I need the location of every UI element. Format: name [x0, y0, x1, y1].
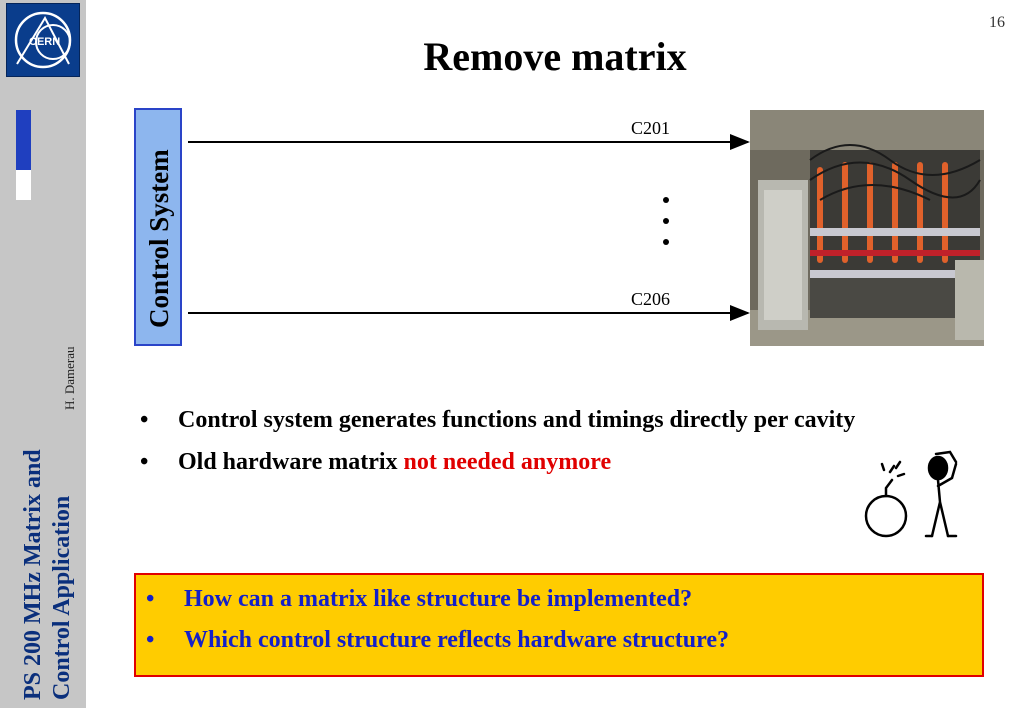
- label-c201: C201: [631, 118, 671, 138]
- slide-title: Remove matrix: [423, 34, 687, 79]
- bullet-item: • Old hardware matrix not needed anymore: [140, 449, 612, 475]
- bullet-text: Old hardware matrix: [178, 449, 404, 475]
- control-system-box: [134, 108, 182, 346]
- question-text: Which control structure reflects hardwar…: [184, 627, 730, 653]
- slide-number: 16: [989, 14, 1005, 31]
- cern-logo: CERN: [6, 3, 80, 77]
- hardware-photo: [750, 110, 984, 346]
- questions-box: • How can a matrix like structure be imp…: [134, 573, 984, 677]
- bullet-list: • Control system generates functions and…: [140, 402, 940, 486]
- thinking-figure-bomb-icon: [864, 450, 958, 538]
- bullet-text: Control system generates functions and t…: [178, 407, 856, 433]
- bullet-highlight: not needed anymore: [403, 449, 612, 475]
- bullet-item: • Control system generates functions and…: [140, 402, 940, 438]
- question-text: How can a matrix like structure be imple…: [184, 586, 693, 612]
- logo-text: CERN: [29, 36, 60, 48]
- accent-bar-white: [16, 170, 31, 200]
- question-item: • How can a matrix like structure be imp…: [146, 581, 972, 617]
- cern-logo-icon: CERN: [14, 11, 72, 69]
- question-item: • Which control structure reflects hardw…: [146, 622, 972, 658]
- ellipsis-dot: [663, 239, 669, 245]
- sidebar: CERN PS 200 MHz Matrix and Control Appli…: [0, 0, 86, 708]
- ellipsis-dot: [663, 218, 669, 224]
- label-c206: C206: [631, 289, 671, 309]
- ellipsis-dot: [663, 197, 669, 203]
- accent-bar-blue: [16, 110, 31, 170]
